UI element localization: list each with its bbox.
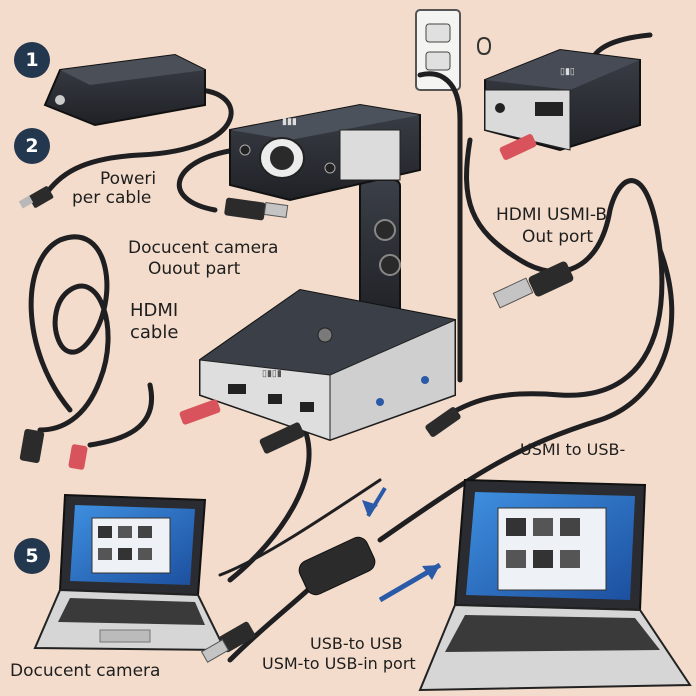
right-usb-cable bbox=[377, 247, 675, 543]
camera-usb-plug bbox=[224, 197, 289, 221]
power-cable-label: Poweri per cable bbox=[72, 170, 156, 208]
power-adapter bbox=[43, 53, 206, 127]
document-camera-output-line2: Ouout part bbox=[148, 259, 241, 279]
hdmi-usb-out-line1: HDMI USMI-B bbox=[496, 205, 608, 225]
hub-laptop-cable bbox=[227, 417, 312, 583]
document-camera-output-label: Docucent camera Ouout part bbox=[128, 238, 278, 280]
hdmi-usb-plug bbox=[492, 261, 574, 309]
hdmi-usb-out-label: HDMI USMI-B Out port bbox=[496, 204, 607, 248]
step-badge-2: 2 bbox=[14, 128, 50, 164]
capture-loop-cable bbox=[437, 137, 665, 423]
camera-usb-cable bbox=[176, 147, 238, 213]
hub-hdmi-plugs bbox=[179, 399, 305, 454]
hdmi-cable-label-line1: HDMI bbox=[130, 300, 179, 321]
thin-cable bbox=[218, 478, 382, 577]
hdmi-cable-label: HDMI cable bbox=[130, 300, 178, 344]
power-cable-label-line2: per cable bbox=[72, 188, 152, 208]
usb-to-usb-line1: USB-to USB bbox=[310, 634, 403, 653]
outlet-cable bbox=[417, 71, 463, 383]
hdmi-coil-cable bbox=[28, 234, 111, 433]
capture-brand-text: ▯▮▯ bbox=[560, 66, 575, 76]
right-laptop bbox=[418, 478, 692, 692]
hub-brand-text: ▯▮▯▮ bbox=[262, 368, 282, 378]
usb-to-usb-line2: USM-to USB-in port bbox=[262, 654, 416, 673]
middle-usb-plug bbox=[425, 407, 461, 437]
step-badge-5: 5 bbox=[14, 538, 50, 574]
capture-red-connector bbox=[499, 134, 537, 160]
step-badge-1: 1 bbox=[14, 42, 50, 78]
document-camera-output-line1: Docucent camera bbox=[128, 238, 279, 258]
wall-outlet bbox=[415, 9, 492, 91]
power-plug bbox=[18, 186, 54, 209]
capture-device bbox=[484, 48, 641, 152]
usb-adapter bbox=[200, 536, 376, 663]
arrows bbox=[362, 486, 442, 603]
cables bbox=[28, 32, 675, 663]
power-cable-label-line1: Poweri bbox=[100, 169, 157, 189]
bottom-left-plugs bbox=[19, 428, 88, 470]
bottom-document-camera-label: Docucent camera bbox=[10, 661, 161, 681]
hdmi-cable-label-line2: cable bbox=[130, 322, 179, 343]
document-camera bbox=[229, 103, 421, 321]
hdmi-usb-out-line2: Out port bbox=[522, 227, 594, 247]
left-laptop bbox=[33, 493, 227, 652]
camera-brand-text: ▮▮▮ bbox=[282, 116, 297, 126]
hub-device bbox=[199, 288, 456, 442]
red-cable bbox=[87, 382, 155, 448]
power-cable bbox=[42, 87, 234, 198]
usmi-to-usb-label: USMI to USB- bbox=[520, 440, 626, 459]
usb-to-usb-label: USB-to USB USM-to USB-in port bbox=[262, 634, 416, 674]
